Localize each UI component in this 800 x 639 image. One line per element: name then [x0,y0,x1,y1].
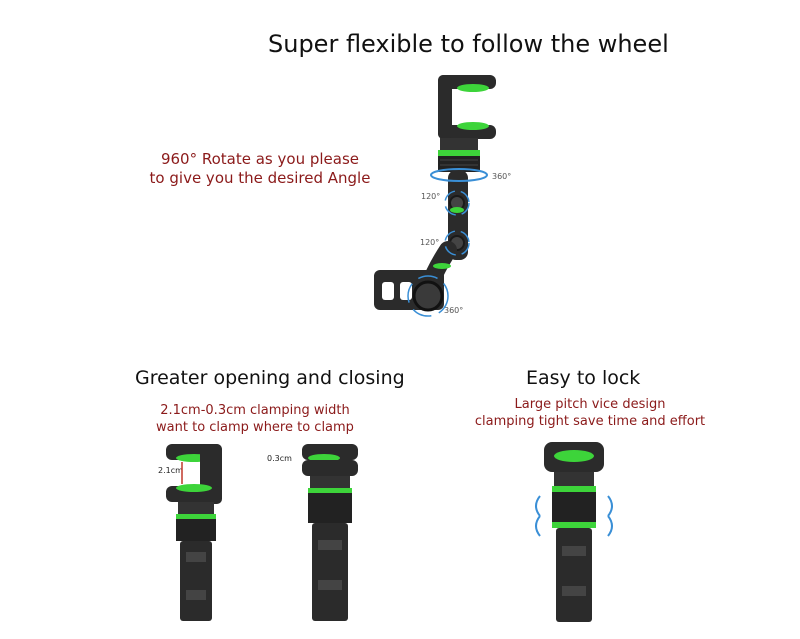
label-360-top: 360° [492,172,512,181]
opening-caption-line2: want to clamp where to clamp [156,420,354,435]
label-120-a: 120° [421,192,441,201]
lock-caption: Large pitch vice design clamping tight s… [470,396,710,430]
rotate-caption-line1: 960° Rotate as you please [160,150,360,168]
lock-section-title: Easy to lock [526,367,641,389]
opening-section-title: Greater opening and closing [135,367,405,389]
label-120-b: 120° [420,238,440,247]
lock-illustration [535,442,613,622]
closed-clamp-illustration [302,444,358,621]
main-title: Super flexible to follow the wheel [268,30,669,58]
rotating-holder-illustration [374,75,496,317]
rotate-caption: 960° Rotate as you please to give you th… [140,150,380,188]
opening-caption-line1: 2.1cm-0.3cm clamping width [160,403,350,418]
open-clamp-illustration [166,444,222,621]
opening-caption: 2.1cm-0.3cm clamping width want to clamp… [155,402,355,436]
label-360-bottom: 360° [444,306,464,315]
lock-caption-line2: clamping tight save time and effort [474,414,706,429]
lock-caption-line1: Large pitch vice design [514,397,666,412]
rotate-caption-line2: to give you the desired Angle [149,169,371,187]
open-width-label: 2.1cm [158,466,183,475]
closed-width-label: 0.3cm [267,454,292,463]
